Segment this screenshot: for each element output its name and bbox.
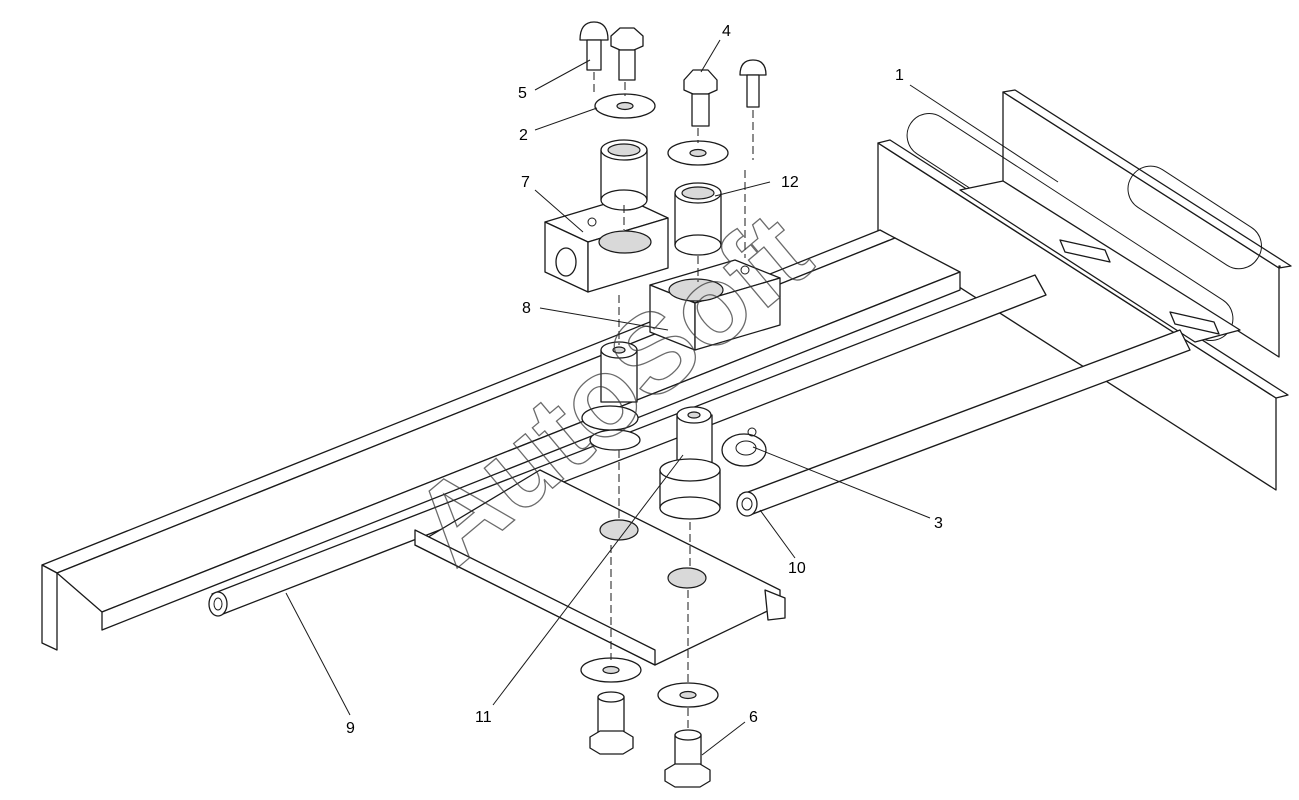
callout-7: 7 xyxy=(521,174,530,191)
screw-5 xyxy=(579,21,609,71)
callout-11: 11 xyxy=(475,709,492,726)
callout-6: 6 xyxy=(749,709,758,726)
callout-1: 1 xyxy=(895,67,904,84)
callout-2: 2 xyxy=(519,127,528,144)
block-8 xyxy=(649,259,781,351)
sleeve-left xyxy=(600,139,648,211)
bolt-6 xyxy=(664,729,711,788)
sleeve-12 xyxy=(674,182,722,256)
callout-12: 12 xyxy=(781,174,799,191)
mounting-bracket xyxy=(877,89,1292,491)
callout-10: 10 xyxy=(788,560,806,577)
callout-4: 4 xyxy=(722,23,731,40)
screw-upper-right xyxy=(739,59,767,108)
block-7 xyxy=(544,197,669,293)
lower-sleeve-under-block-7 xyxy=(581,341,641,451)
bolt-4 xyxy=(683,69,718,127)
washer-lower-right xyxy=(657,682,719,708)
bushing-11 xyxy=(659,406,721,520)
assembly-axes xyxy=(593,72,754,730)
washer-2 xyxy=(594,93,656,119)
upper-bar-10 xyxy=(736,329,1191,517)
bolt-left-top xyxy=(610,27,644,81)
washer-lower-left xyxy=(580,657,642,683)
leader-lines xyxy=(285,39,1059,756)
callout-3: 3 xyxy=(934,515,943,532)
callout-labels: 1 2 3 4 5 6 7 8 9 10 11 12 xyxy=(346,23,943,737)
bolt-lower-left xyxy=(589,691,634,755)
washer-upper-right xyxy=(667,140,729,166)
callout-9: 9 xyxy=(346,720,355,737)
callout-5: 5 xyxy=(518,85,527,102)
ring-3 xyxy=(721,427,767,467)
callout-8: 8 xyxy=(522,300,531,317)
